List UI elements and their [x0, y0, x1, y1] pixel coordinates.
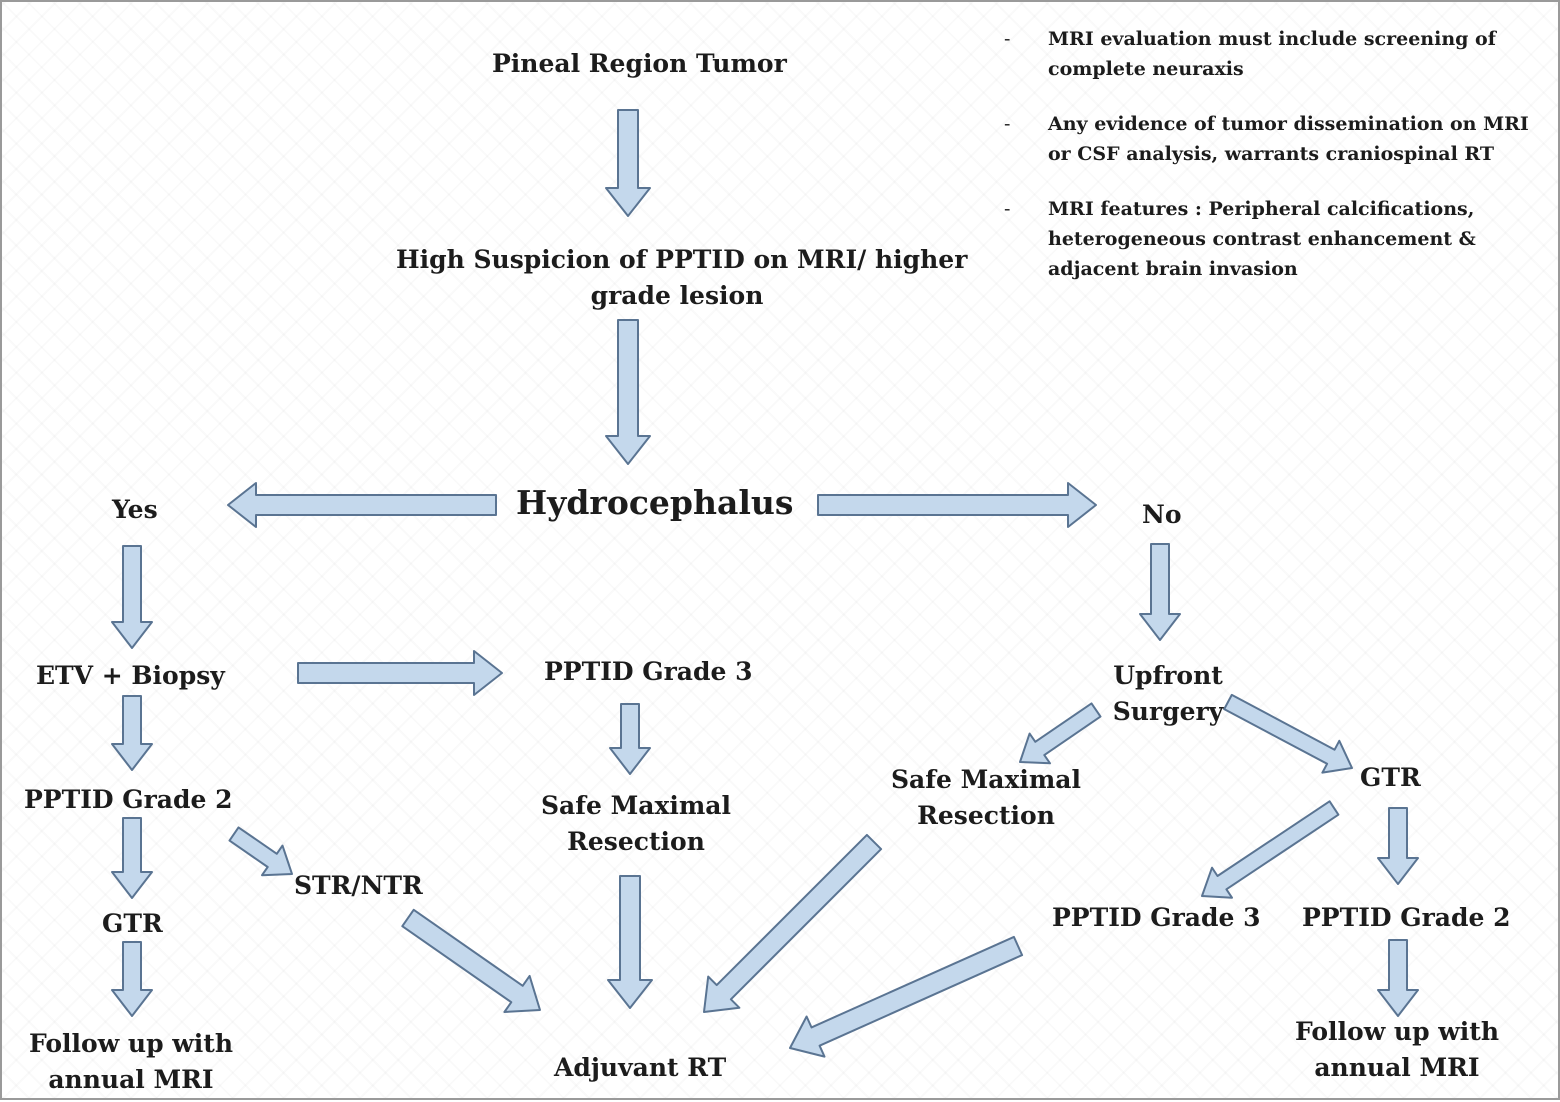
node-label: Hydrocephalus — [516, 483, 794, 522]
node-str-ntr: STR/NTR — [294, 868, 423, 904]
node-hydrocephalus: Hydrocephalus — [516, 480, 793, 527]
node-label-line1: Safe Maximal — [890, 765, 1082, 794]
note-line: adjacent brain invasion — [1048, 258, 1298, 281]
node-label-line1: Follow up with — [28, 1029, 234, 1058]
node-safe-maximal-resection-right: Safe Maximal Resection — [886, 762, 1086, 833]
note-line: complete neuraxis — [1048, 58, 1244, 81]
arrow-pptid-g3-right-to-adjuvant — [789, 935, 1024, 1058]
notes-list: MRI evaluation must include screening of… — [998, 24, 1529, 309]
arrow-suspicion-to-hydrocephalus — [605, 319, 651, 465]
node-label: Adjuvant RT — [554, 1053, 727, 1082]
node-pptid-grade-3-center: PPTID Grade 3 — [544, 654, 752, 690]
node-label-line1: Safe Maximal — [540, 791, 732, 820]
note-item: Any evidence of tumor dissemination on M… — [998, 109, 1529, 170]
arrow-no-to-upfront — [1139, 543, 1181, 641]
arrow-gtr-to-follow-up — [111, 941, 153, 1017]
node-gtr-left: GTR — [102, 906, 163, 942]
note-item: MRI features : Peripheral calcifications… — [998, 194, 1528, 285]
arrow-upfront-to-safe-resection — [1019, 702, 1102, 765]
node-safe-maximal-resection-center: Safe Maximal Resection — [536, 788, 736, 859]
node-yes: Yes — [112, 492, 158, 528]
node-label-line2: Resection — [917, 800, 1055, 830]
note-line: MRI evaluation must include screening of — [1048, 28, 1496, 50]
arrow-gtr-right-to-pptid-g3 — [1201, 800, 1340, 899]
node-label: Pineal Region Tumor — [492, 49, 787, 78]
note-line: heterogeneous contrast enhancement & — [1048, 227, 1476, 250]
node-label: PPTID Grade 2 — [24, 785, 233, 814]
node-pptid-grade-2-left: PPTID Grade 2 — [24, 782, 232, 818]
arrow-pptid-g3-to-safe-resection — [609, 703, 651, 775]
arrow-safe-resection-to-adjuvant — [607, 875, 653, 1009]
arrow-etv-to-pptid-g3 — [297, 650, 503, 696]
node-label: STR/NTR — [294, 871, 423, 900]
node-pptid-grade-2-right: PPTID Grade 2 — [1302, 900, 1510, 936]
node-label: GTR — [1360, 763, 1421, 792]
node-label: PPTID Grade 3 — [544, 657, 753, 686]
arrow-pptid-g2-right-to-follow-up — [1377, 939, 1419, 1017]
arrow-pptid-g2-to-str-ntr — [228, 826, 293, 877]
node-label: ETV + Biopsy — [36, 661, 225, 690]
node-label-line2: grade lesion — [590, 280, 764, 310]
node-label-line1: Follow up with — [1294, 1017, 1500, 1046]
node-label-line1: High Suspicion of PPTID on MRI/ higher — [396, 245, 968, 274]
node-label: PPTID Grade 2 — [1302, 903, 1511, 932]
node-pineal-region-tumor: Pineal Region Tumor — [492, 46, 787, 82]
node-upfront-surgery: Upfront Surgery — [1104, 658, 1232, 729]
node-label-line1: Upfront — [1113, 661, 1223, 690]
node-label-line2: annual MRI — [1314, 1052, 1480, 1082]
node-follow-up-left: Follow up with annual MRI — [28, 1026, 234, 1097]
node-no: No — [1142, 497, 1182, 533]
note-line: Any evidence of tumor dissemination on M… — [1048, 112, 1529, 135]
node-gtr-right: GTR — [1360, 760, 1421, 796]
note-line: or CSF analysis, warrants craniospinal R… — [1048, 143, 1495, 166]
arrow-hydrocephalus-to-no — [817, 482, 1097, 528]
arrow-pptid-g2-to-gtr — [111, 817, 153, 899]
arrow-str-ntr-to-adjuvant — [401, 908, 541, 1013]
node-label-line2: Surgery — [1112, 696, 1224, 726]
node-follow-up-right: Follow up with annual MRI — [1294, 1014, 1500, 1085]
node-label-line2: annual MRI — [48, 1064, 214, 1094]
arrow-gtr-right-to-pptid-g2 — [1377, 807, 1419, 885]
node-label: GTR — [102, 909, 163, 938]
node-etv-biopsy: ETV + Biopsy — [36, 658, 225, 694]
arrow-safe-resection-right-to-adjuvant — [703, 833, 883, 1013]
arrow-pineal-to-suspicion — [605, 109, 651, 217]
node-label: Yes — [112, 495, 158, 524]
note-line: MRI features : Peripheral calcifications… — [1048, 197, 1475, 220]
node-label: No — [1142, 500, 1182, 529]
node-high-suspicion: High Suspicion of PPTID on MRI/ higher g… — [396, 242, 968, 313]
node-adjuvant-rt: Adjuvant RT — [554, 1050, 726, 1086]
arrow-upfront-to-gtr — [1223, 693, 1353, 774]
note-item: MRI evaluation must include screening of… — [998, 24, 1528, 85]
arrow-etv-to-pptid-g2 — [111, 695, 153, 771]
node-label-line2: Resection — [567, 826, 705, 856]
node-pptid-grade-3-right: PPTID Grade 3 — [1052, 900, 1260, 936]
node-label: PPTID Grade 3 — [1052, 903, 1261, 932]
arrow-hydrocephalus-to-yes — [227, 482, 497, 528]
arrow-yes-to-etv — [111, 545, 153, 649]
